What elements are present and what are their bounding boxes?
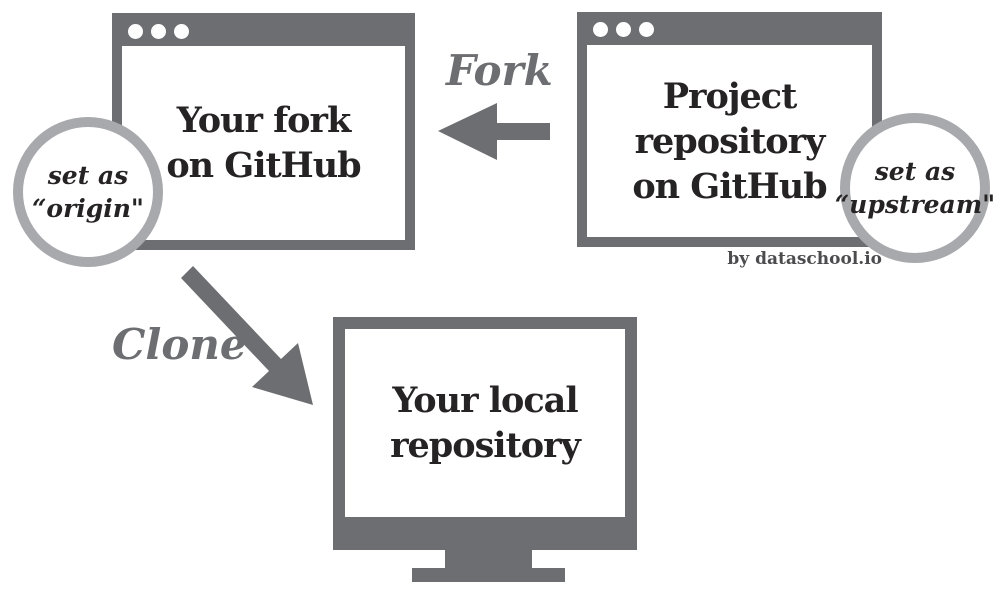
project-window-title-line: repository (634, 120, 826, 162)
project-window-title-line: on GitHub (632, 165, 827, 207)
origin-badge: set as “origin" (13, 117, 163, 267)
monitor-stand-neck (445, 550, 532, 568)
project-window-content: Project repository on GitHub (587, 45, 872, 237)
fork-arrow-label: Fork (446, 46, 553, 95)
credit-text: by dataschool.io (727, 249, 882, 269)
fork-arrow-icon (438, 103, 550, 160)
monitor-stand-base (412, 568, 565, 582)
fork-window-title-line: Your fork (176, 100, 351, 141)
origin-badge-line: set as (47, 161, 129, 190)
window-control-dot-icon (174, 24, 189, 39)
fork-window-title-line: on GitHub (166, 145, 361, 186)
project-window: Project repository on GitHub (577, 12, 882, 247)
window-control-dot-icon (151, 24, 166, 39)
upstream-badge-line: set as (874, 157, 956, 186)
window-controls-icon (128, 24, 189, 39)
upstream-badge-line: “upstream" (834, 190, 996, 219)
window-controls-icon (593, 22, 654, 37)
window-control-dot-icon (639, 22, 654, 37)
fork-window: Your fork on GitHub (112, 13, 415, 250)
fork-window-content: Your fork on GitHub (122, 46, 405, 240)
origin-badge-line: “origin" (32, 194, 144, 223)
window-control-dot-icon (593, 22, 608, 37)
local-monitor-title-line: Your local (392, 380, 578, 421)
local-monitor-title-line: repository (390, 425, 581, 466)
window-control-dot-icon (128, 24, 143, 39)
window-control-dot-icon (616, 22, 631, 37)
project-window-title-line: Project (662, 75, 798, 117)
clone-arrow-label: Clone (112, 320, 247, 369)
local-monitor: Your local repository (333, 317, 637, 550)
local-monitor-screen: Your local repository (345, 329, 625, 517)
upstream-badge: set as “upstream" (835, 113, 995, 263)
